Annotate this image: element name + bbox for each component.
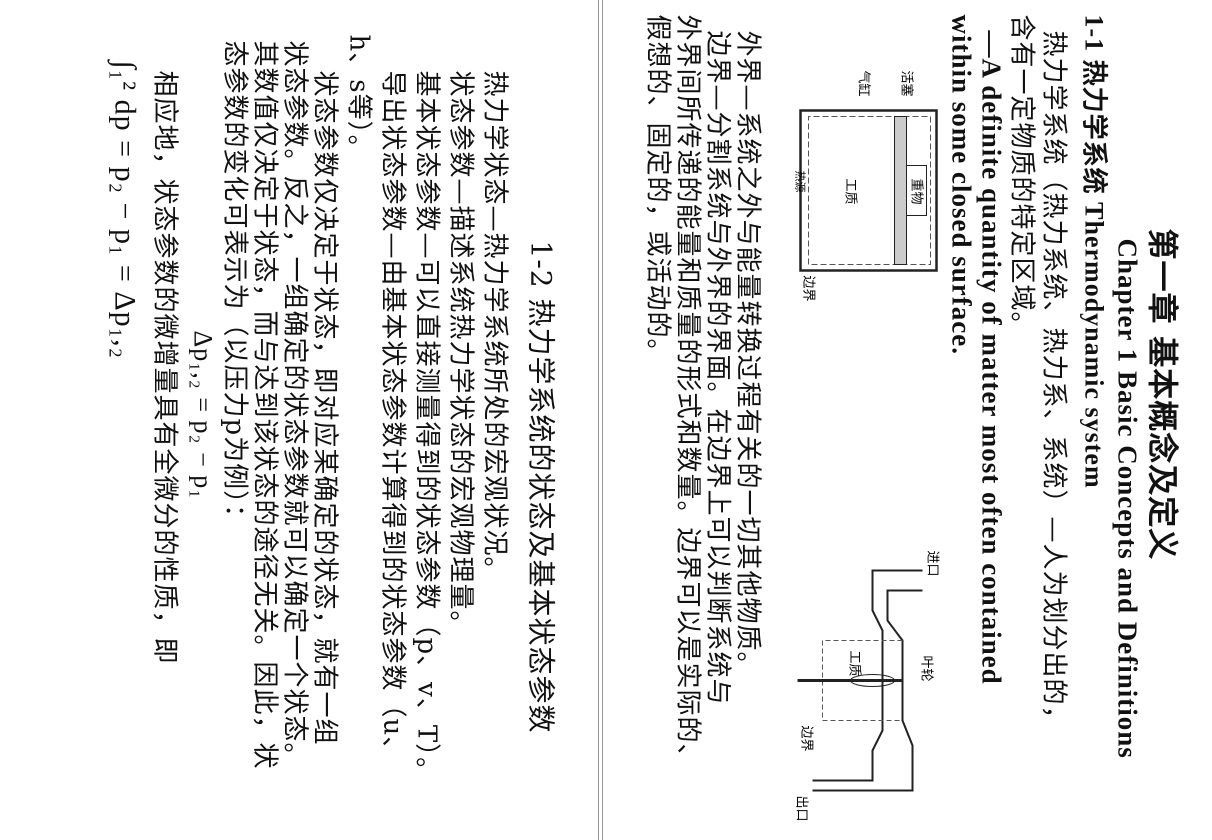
body-line: 态参数的变化可表示为（以压力p为例）： (219, 40, 249, 531)
label-cylinder: 气缸 (855, 70, 871, 96)
chapter-title-en: Chapter 1 Basic Concepts and Definitions (1112, 238, 1142, 759)
surroundings-line: 外界—系统之外与能量转换过程有关的一切其他物质。 (732, 30, 762, 679)
label-working-fluid: 工质 (842, 178, 857, 204)
surroundings-line: 假想的、固定的，或活动的。 (642, 14, 672, 366)
body-line: 相应地，状态参数的微增量具有全微分的性质，即 (149, 70, 179, 665)
surroundings-line: 外界间所传递的能量和质量的形式和数量。边界可以是实际的、 (672, 14, 702, 771)
turbine-figure: 进口 叶轮 工质 边界 出口 (793, 550, 939, 821)
body-line: 状态参数仅决定于状态，即对应某确定的状态，就有一组 (309, 70, 339, 746)
label-impeller: 叶轮 (918, 655, 933, 681)
section-heading-1-1: 1-1 热力学系统 Thermodynamic system (1079, 14, 1108, 489)
body-line: h、s等）。 (343, 34, 373, 162)
piston-cylinder-figure: 重物 活塞 气缸 工质 边界 热源 (794, 70, 938, 301)
body-line: 其数值仅决定于状态，而与达到该状态的途径无关。因此，状 (249, 40, 279, 770)
body-line: 热力学状态—热力学系统所处的宏观状况。 (479, 70, 509, 584)
surroundings-line: 边界—分割系统与外界的界面。在边界上可以判断系统与 (702, 30, 732, 706)
body-line: 状态参数。反之，一组确定的状态参数就可以确定一个状态。 (279, 40, 309, 770)
system-definition-en: within some closed surface. (946, 14, 976, 355)
body-line: 状态参数—描述系统热力学状态的宏观物理量。 (445, 70, 475, 638)
body-line: 基本状态参数—可以直接测量得到的状态参数（p、v、T）。 (411, 70, 441, 784)
label-outlet: 出口 (793, 795, 808, 821)
system-definition-en: —A definite quantity of matter most ofte… (976, 30, 1006, 685)
label-boundary: 边界 (800, 275, 815, 301)
system-definition-line: 热力学系统（热力系统、热力系、系统）—人为划分出的， (1038, 30, 1068, 733)
label-inlet: 进口 (924, 550, 939, 576)
label-heat-source: 热源 (794, 170, 807, 192)
page-divider (598, 0, 603, 840)
body-line: 导出状态参数—由基本状态参数计算得到的状态参数（u、 (377, 70, 407, 763)
equation-delta-p: Δp₁,₂ = p₂ − p₁ (188, 330, 217, 499)
system-definition-line: 含有一定物质的特定区域。 (1006, 14, 1036, 339)
right-page: 第一章 基本概念及定义 Chapter 1 Basic Concepts and… (607, 0, 1212, 840)
section-heading-1-2: 1-2 热力学系统的状态及基本状态参数 (524, 240, 557, 733)
equation-integral: ∫₁² dp = p₂ − p₁ = Δp₁,₂ (108, 60, 141, 359)
left-page: 1-2 热力学系统的状态及基本状态参数 热力学状态—热力学系统所处的宏观状况。 … (0, 0, 597, 840)
label-weight: 重物 (908, 178, 924, 204)
label-piston: 活塞 (898, 70, 914, 96)
label-boundary-2: 边界 (798, 725, 813, 751)
chapter-title-cn: 第一章 基本概念及定义 (1143, 228, 1179, 560)
label-working-fluid-2: 工质 (846, 650, 861, 676)
